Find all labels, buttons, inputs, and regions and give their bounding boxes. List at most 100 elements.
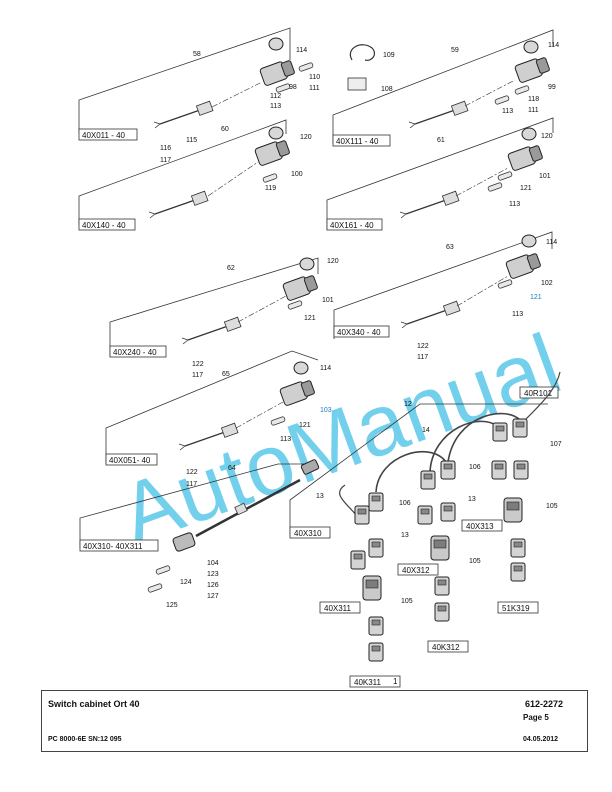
callout-120a: 120 <box>300 134 312 141</box>
callout-121d: 121 <box>299 422 311 429</box>
label-box-40x310 <box>289 526 331 539</box>
label-box-51k319 <box>497 601 539 614</box>
callout-14: 14 <box>422 427 430 434</box>
assembly-61: 40X161 - 40 120 101 121 113 <box>326 117 554 231</box>
callout-106b: 106 <box>399 500 411 507</box>
label-box-40k312 <box>427 640 469 653</box>
label-box-40x311 <box>319 601 361 614</box>
label-box-40x111 <box>332 134 391 147</box>
callout-100: 100 <box>291 171 303 178</box>
callout-121c: 121 <box>530 294 542 301</box>
assembly-12: 40R101 40X310 40X313 40X312 40X311 51K31… <box>289 371 562 688</box>
callout-113a: 113 <box>270 103 281 110</box>
callout-107: 107 <box>550 441 562 448</box>
callout-122c: 122 <box>186 469 198 476</box>
callout-115: 115 <box>186 137 197 144</box>
callout-101a: 101 <box>539 173 551 180</box>
label-40x310-40x311: 40X310- 40X311 <box>83 542 143 551</box>
callout-13a: 13 <box>316 493 324 500</box>
label-box-40x161 <box>326 218 383 231</box>
label-40x340: 40X340 - 40 <box>337 328 381 337</box>
label-40x240: 40X240 - 40 <box>113 348 157 357</box>
callout-126: 126 <box>207 582 219 589</box>
document-number: 612-2272 <box>524 699 563 709</box>
assembly-65: 40X051- 40 65 114 103 121 113 122 117 <box>105 350 332 488</box>
callout-61: 61 <box>437 137 445 144</box>
callout-114c: 114 <box>546 239 557 246</box>
label-box-40x011 <box>78 128 138 141</box>
callout-118: 118 <box>528 96 539 103</box>
callout-113c: 113 <box>509 201 520 208</box>
assembly-64: 40X310- 40X311 64 13 104 123 126 127 124… <box>79 459 324 609</box>
label-40x311: 40X311 <box>324 604 352 613</box>
callout-99: 99 <box>548 84 556 91</box>
machine-model: PC 8000-6E SN:12 095 <box>48 736 122 743</box>
callout-13b: 13 <box>468 496 476 503</box>
page-number: Page 5 <box>523 713 549 722</box>
label-40x312: 40X312 <box>402 566 430 575</box>
label-40x111: 40X111 - 40 <box>336 137 379 146</box>
callout-13c: 13 <box>401 532 409 539</box>
label-box-40x240 <box>109 345 167 358</box>
callout-111b: 111 <box>528 107 539 114</box>
label-51k319: 51K319 <box>502 604 530 613</box>
callout-105c: 105 <box>401 598 413 605</box>
callout-122b: 122 <box>417 343 429 350</box>
callout-113b: 113 <box>502 108 513 115</box>
assembly-63: 40X340 - 40 63 114 102 121 113 122 117 <box>333 231 557 361</box>
label-40x310: 40X310 <box>294 529 322 538</box>
callout-105b: 105 <box>469 558 481 565</box>
callout-111a: 111 <box>309 85 320 92</box>
callout-117a: 117 <box>160 157 171 164</box>
label-40k311: 40K311 <box>354 678 382 687</box>
label-box-40x340 <box>333 325 390 338</box>
callout-112: 112 <box>270 93 281 100</box>
callout-113d: 113 <box>512 311 523 318</box>
document-title: Switch cabinet Ort 40 <box>48 699 140 709</box>
callout-109: 109 <box>383 52 395 59</box>
callout-122a: 122 <box>192 361 204 368</box>
label-40x140: 40X140 - 40 <box>82 221 126 230</box>
label-box-40k311 <box>349 675 401 688</box>
callout-98: 98 <box>289 84 297 91</box>
callout-117d: 117 <box>186 481 197 488</box>
assembly-59: 40X111 - 40 59 114 99 118 111 113 61 109… <box>332 29 559 147</box>
callout-65: 65 <box>222 371 230 378</box>
callout-121b: 121 <box>304 315 316 322</box>
label-box-40x140 <box>78 218 136 231</box>
callout-123: 123 <box>207 571 219 578</box>
label-40x051: 40X051- 40 <box>109 456 151 465</box>
label-box-40x312 <box>397 563 439 576</box>
callout-59: 59 <box>451 47 459 54</box>
callout-117c: 117 <box>417 354 428 361</box>
callout-114a: 114 <box>296 47 307 54</box>
callout-58: 58 <box>193 51 201 58</box>
callout-120b: 120 <box>541 133 553 140</box>
label-40k311-mark: 1 <box>393 677 398 686</box>
callout-105a: 105 <box>546 503 558 510</box>
callout-121a: 121 <box>520 185 532 192</box>
callout-106a: 106 <box>469 464 481 471</box>
callout-125: 125 <box>166 602 178 609</box>
label-box-40x051 <box>105 453 158 466</box>
callout-103: 103 <box>320 407 332 414</box>
document-date: 04.05.2012 <box>523 736 559 743</box>
title-block: Switch cabinet Ort 40 612-2272 Page 5 PC… <box>41 690 588 752</box>
label-box-40x310-40x311 <box>79 539 159 552</box>
callout-64: 64 <box>228 465 236 472</box>
callout-113e: 113 <box>280 436 291 443</box>
callout-120c: 120 <box>327 258 339 265</box>
callout-108: 108 <box>381 86 393 93</box>
callout-101b: 101 <box>322 297 334 304</box>
callout-114b: 114 <box>548 42 559 49</box>
callout-62: 62 <box>227 265 235 272</box>
label-40x161: 40X161 - 40 <box>330 221 374 230</box>
callout-117b: 117 <box>192 372 203 379</box>
callout-63: 63 <box>446 244 454 251</box>
label-40k312: 40K312 <box>432 643 460 652</box>
label-40x011: 40X011 - 40 <box>82 131 126 140</box>
callout-60: 60 <box>221 126 229 133</box>
label-box-40x313 <box>461 519 503 532</box>
label-40r101: 40R101 <box>524 389 553 398</box>
